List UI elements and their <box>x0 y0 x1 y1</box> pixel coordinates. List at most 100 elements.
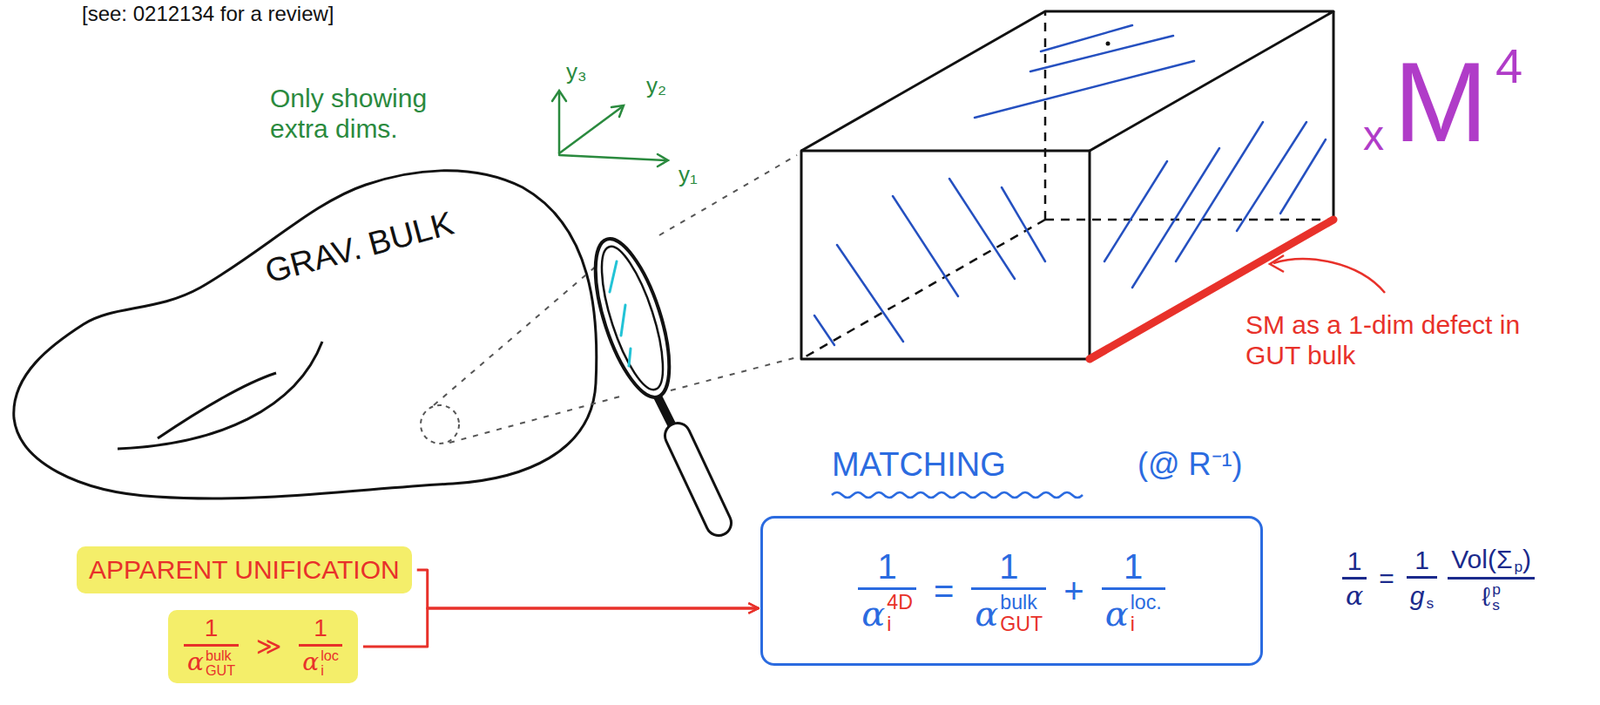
superscript: 4D <box>886 591 913 613</box>
bulk-blob <box>13 170 597 499</box>
bracket-arrow <box>417 569 759 608</box>
fraction-bar <box>1342 576 1367 580</box>
fraction-bar <box>1447 576 1535 580</box>
label: [see: 0212134 for a review] <box>81 1 335 27</box>
subscript: i <box>320 662 339 678</box>
scripts: bulkGUT <box>205 648 236 678</box>
magnifier-handle <box>677 435 719 523</box>
highlight-band: 1αbulkGUT≫1αloci <box>168 609 358 683</box>
scripts: 4Di <box>886 591 913 635</box>
blob-hole <box>157 372 277 439</box>
scripted-symbol: αloc.i <box>1105 591 1162 635</box>
superscript: p <box>1491 580 1501 597</box>
superscript: loc. <box>1130 591 1162 613</box>
numeral: 1 <box>204 614 219 642</box>
superscript <box>1513 543 1523 559</box>
label: y₂ <box>646 73 667 100</box>
fraction: 1 αloci <box>298 614 343 678</box>
superscript-text: loc. <box>1130 590 1162 614</box>
scripted-symbol: α4Di <box>861 591 913 635</box>
symbol: ) <box>1522 544 1532 574</box>
operator: + <box>1063 571 1084 611</box>
fraction-bar <box>1406 575 1438 579</box>
greek-symbol: α <box>302 648 319 676</box>
numeral: 1 <box>999 546 1019 586</box>
label: SM as a 1-dim defect in GUT bulk <box>1245 310 1525 371</box>
scripted-symbol: αloci <box>302 648 339 678</box>
subscript-text: GUT <box>205 661 236 678</box>
numerator: 1 <box>201 614 223 644</box>
superscript-text: loc <box>320 647 339 663</box>
subscript-text: i <box>1130 612 1135 635</box>
zoom-lines <box>433 155 797 443</box>
superscript-text: p <box>1491 580 1501 598</box>
subscript: p <box>1513 558 1523 574</box>
fraction: 1αbulkGUT <box>971 546 1047 635</box>
subscript-text: GUT <box>999 612 1043 635</box>
denominator: α <box>1342 579 1367 610</box>
hidden-edges <box>801 11 1334 359</box>
fraction: Vol(Σp)ℓps <box>1447 543 1535 613</box>
numerator: 1 <box>1343 546 1366 577</box>
subscript: s <box>1491 596 1501 613</box>
label: 4 <box>1495 38 1523 95</box>
sm-pointer <box>1273 258 1385 293</box>
superscript: bulk <box>999 591 1043 613</box>
blob-hole <box>117 341 323 449</box>
label: M <box>1393 45 1488 159</box>
symbol: ℓ <box>1481 581 1491 611</box>
scripts: bulkGUT <box>999 591 1043 635</box>
scripts: ps <box>1491 580 1501 614</box>
fraction-bar <box>971 587 1047 590</box>
denominator: gs <box>1406 578 1438 612</box>
subscript-text: s <box>1491 595 1500 614</box>
numerator: 1 <box>1120 546 1147 588</box>
bracket-arrow <box>363 607 759 647</box>
zoom-circle <box>420 405 460 444</box>
subscript-text: i <box>320 661 325 678</box>
numerator: 1 <box>1410 545 1433 576</box>
scripted-symbol: αbulkGUT <box>187 648 236 678</box>
subscript: s <box>1425 594 1434 611</box>
symbol: Vol(Σ <box>1451 544 1513 574</box>
subscript: i <box>1130 613 1162 635</box>
superscript <box>1425 580 1434 595</box>
subscript-text: i <box>886 612 892 635</box>
subscript-text: p <box>1513 557 1523 575</box>
superscript-text: bulk <box>205 647 232 663</box>
fraction-bar <box>1101 587 1166 590</box>
scripts: loci <box>320 648 339 678</box>
operator: = <box>933 571 954 611</box>
numeral: 1 <box>877 546 897 586</box>
fraction: 1gs <box>1406 545 1438 612</box>
numeral: 1 <box>1347 546 1363 575</box>
fraction-bar <box>298 643 343 647</box>
greek-symbol: α <box>1105 594 1129 633</box>
superscript: bulk <box>205 648 236 663</box>
axes <box>552 90 669 167</box>
fraction: 1 α4Di <box>857 546 917 635</box>
operator: = <box>1378 563 1395 594</box>
dot <box>1106 41 1111 47</box>
subscript-text: s <box>1425 594 1434 612</box>
denominator: α4Di <box>857 589 917 635</box>
fraction: 1α <box>1342 546 1367 610</box>
numerator: Vol(Σp) <box>1447 543 1535 577</box>
numerator: 1 <box>995 546 1022 588</box>
fraction-bar <box>857 587 917 590</box>
magnifier-lens <box>580 230 685 406</box>
scripted-symbol: αbulkGUT <box>974 591 1043 635</box>
scripted-symbol: p <box>1512 543 1523 575</box>
magnifier-lens <box>589 240 676 396</box>
label: y₁ <box>678 162 698 189</box>
numeral: 1 <box>1123 546 1143 586</box>
fraction: 1 αbulkGUT <box>183 614 239 678</box>
fraction-bar <box>183 643 239 647</box>
numerator: 1 <box>310 614 331 644</box>
label: x <box>1363 111 1384 160</box>
symbol: g <box>1410 580 1425 610</box>
scripted-symbol: ℓps <box>1481 580 1500 614</box>
sm-pointer-head <box>1269 255 1284 272</box>
operator: ≫ <box>256 631 282 661</box>
greek-symbol: α <box>974 594 999 633</box>
